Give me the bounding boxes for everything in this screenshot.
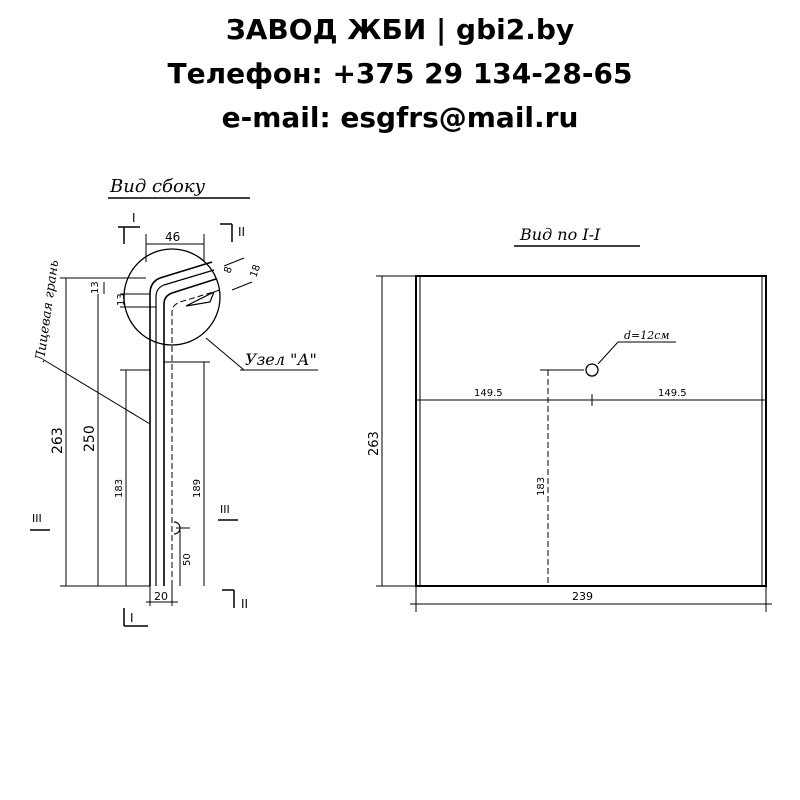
panel-outer-edge bbox=[149, 261, 213, 586]
dim-189: 189 bbox=[192, 479, 203, 498]
section-label-i-bottom: I bbox=[130, 611, 134, 625]
hole-label: d=12см bbox=[624, 329, 670, 342]
dim-239: 239 bbox=[572, 590, 593, 603]
header-phone: Телефон: +375 29 134-28-65 bbox=[167, 57, 633, 90]
dim-20: 20 bbox=[154, 590, 168, 603]
hole-leader bbox=[597, 341, 619, 365]
node-a-leader bbox=[205, 337, 245, 371]
dim-263-side: 263 bbox=[50, 427, 66, 454]
side-view: Вид сбоку I II I II III III 46 bbox=[30, 176, 318, 627]
node-a-circle bbox=[123, 248, 221, 346]
dim-149-5-left: 149.5 bbox=[474, 388, 503, 399]
dim-50: 50 bbox=[182, 553, 193, 566]
header: ЗАВОД ЖБИ | gbi2.by Телефон: +375 29 134… bbox=[0, 8, 800, 140]
dim-149-5-right: 149.5 bbox=[658, 388, 687, 399]
dim-183-section: 183 bbox=[536, 477, 547, 496]
dim-46: 46 bbox=[165, 230, 180, 244]
section-label-i-top: I bbox=[132, 211, 136, 225]
node-a-label: Узел "А" bbox=[245, 350, 317, 369]
header-email: e-mail: esgfrs@mail.ru bbox=[221, 101, 579, 134]
face-label: Лицевая грань bbox=[33, 259, 62, 363]
face-leader bbox=[43, 359, 151, 425]
dim-13-bottom: 13 bbox=[116, 293, 127, 306]
dim-18: 18 bbox=[248, 263, 263, 279]
section-view-title: Вид по I-I bbox=[519, 225, 601, 244]
dim-8: 8 bbox=[222, 265, 235, 275]
panel-hidden-line bbox=[171, 289, 221, 586]
dim-263-section: 263 bbox=[367, 431, 382, 456]
dim-250: 250 bbox=[82, 425, 98, 452]
dim-13-top: 13 bbox=[90, 281, 101, 294]
section-label-ii-top: II bbox=[238, 225, 245, 239]
side-view-title: Вид сбоку bbox=[109, 176, 206, 197]
hole-circle bbox=[585, 363, 599, 377]
header-company: ЗАВОД ЖБИ | gbi2.by bbox=[225, 13, 575, 46]
dim-183-side: 183 bbox=[114, 479, 125, 498]
panel-rebar bbox=[155, 269, 215, 586]
section-label-iii-right: III bbox=[220, 503, 230, 516]
panel-inner-edge bbox=[163, 278, 217, 586]
section-view: Вид по I-I 149.5 149.5 d=12см 183 263 23… bbox=[367, 225, 772, 612]
section-label-iii-left: III bbox=[32, 512, 42, 525]
panel-outline bbox=[415, 275, 767, 587]
section-label-ii-bottom: II bbox=[241, 597, 248, 611]
panel-tip bbox=[185, 290, 216, 307]
